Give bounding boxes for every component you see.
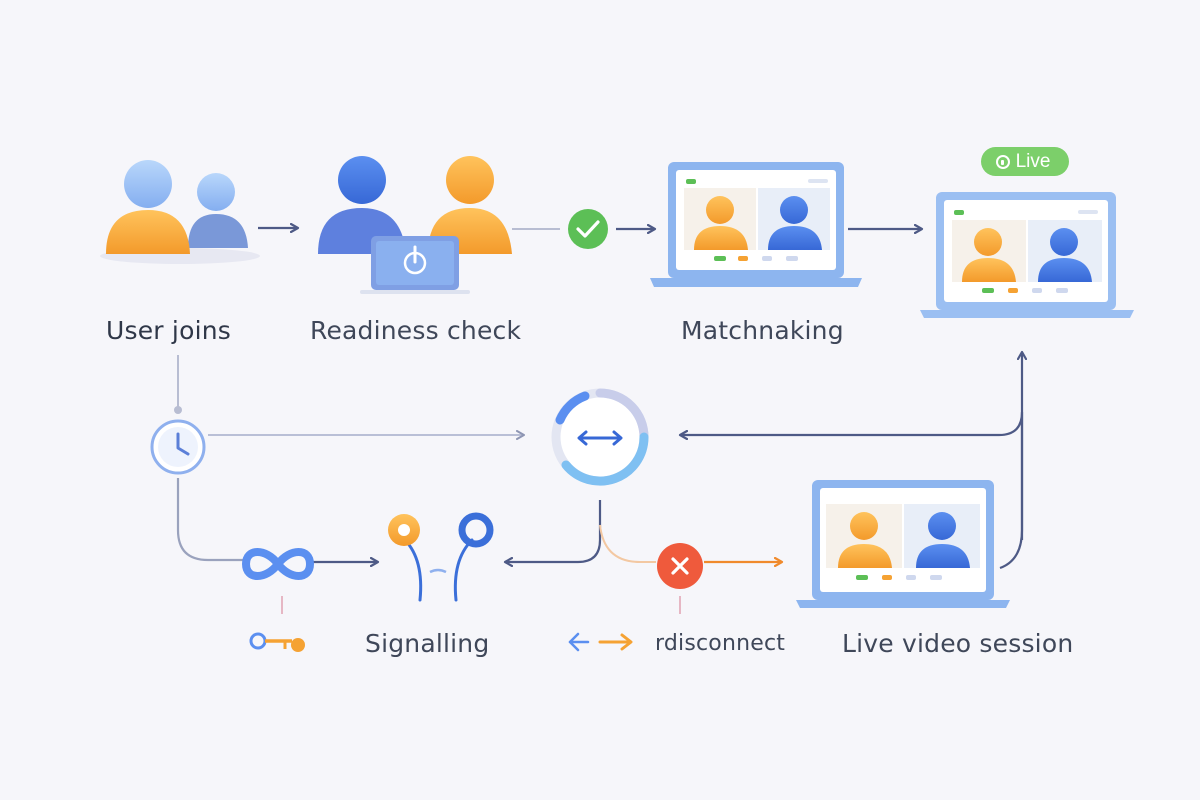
swap-arrows-icon — [568, 632, 633, 652]
session-laptop-icon — [796, 480, 1010, 608]
key-icon — [249, 632, 305, 652]
line-sync-to-error — [599, 524, 656, 563]
label-user-joins: User joins — [106, 316, 231, 345]
error-icon — [657, 543, 703, 589]
connectors — [174, 228, 1022, 614]
live-laptop-icon — [920, 192, 1134, 318]
signal-icon — [388, 512, 494, 602]
label-live-video-session: Live video session — [842, 629, 1074, 658]
arrow-sync-to-signalling — [505, 500, 602, 562]
label-matchmaking: Matchnaking — [681, 316, 844, 345]
clock-icon — [150, 419, 206, 475]
live-badge: Live — [981, 147, 1069, 176]
line-clock-down — [176, 478, 244, 562]
live-icon — [995, 154, 1010, 169]
matchmaking-laptop-icon — [650, 162, 862, 287]
live-badge-label: Live — [1015, 150, 1051, 172]
label-signalling: Signalling — [365, 629, 490, 658]
infinity-icon — [242, 548, 314, 580]
check-icon — [568, 209, 608, 249]
sync-icon — [551, 388, 649, 486]
readiness-icon — [318, 156, 512, 294]
label-readiness-check: Readiness check — [310, 316, 522, 345]
arrow-session-to-live — [999, 352, 1022, 570]
label-disconnect: rdisconnect — [655, 631, 786, 656]
users-icon — [100, 160, 260, 264]
